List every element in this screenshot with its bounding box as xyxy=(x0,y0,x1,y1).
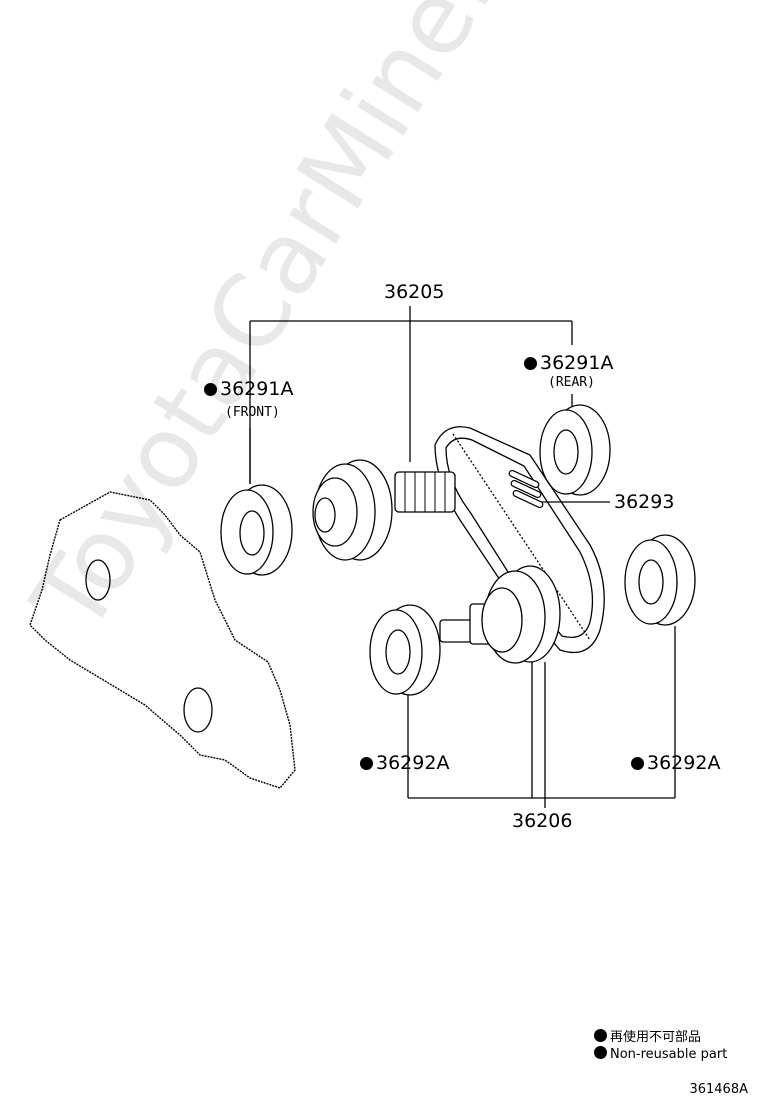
drive-sprocket-36205 xyxy=(312,459,456,561)
case-bore-upper xyxy=(85,559,111,601)
callout-36206: 36206 xyxy=(512,810,573,832)
leader-36205 xyxy=(249,306,573,484)
callout-front-note: (FRONT) xyxy=(225,405,280,420)
bearing-36291a-rear xyxy=(539,404,611,496)
non-reusable-dot-icon xyxy=(524,357,537,370)
bearing-36291a-front xyxy=(220,484,293,576)
callout-36291a-rear: 36291A xyxy=(524,352,613,374)
transfer-case-outline xyxy=(29,491,296,789)
non-reusable-dot-icon xyxy=(594,1029,607,1042)
callout-rear-note: (REAR) xyxy=(548,375,595,390)
legend-english: Non-reusable part xyxy=(594,1046,727,1062)
non-reusable-dot-icon xyxy=(631,757,644,770)
callout-36205: 36205 xyxy=(384,281,445,303)
callout-36292a-right: 36292A xyxy=(631,752,720,774)
non-reusable-dot-icon xyxy=(360,757,373,770)
callout-36291a-front: 36291A xyxy=(204,378,293,400)
legend-english-text: Non-reusable part xyxy=(610,1047,728,1062)
callout-36293: 36293 xyxy=(614,491,675,513)
bearing-36292a-left xyxy=(369,604,441,696)
callout-36292a-right-label: 36292A xyxy=(647,752,721,774)
callout-36292a-left: 36292A xyxy=(360,752,449,774)
non-reusable-dot-icon xyxy=(594,1046,607,1059)
legend-japanese: 再使用不可部品 xyxy=(594,1026,701,1045)
driven-sprocket-36206 xyxy=(439,565,561,664)
case-bore-lower xyxy=(183,687,213,733)
callout-36292a-left-label: 36292A xyxy=(376,752,450,774)
chain-link-detail xyxy=(508,469,544,509)
callout-36291a-rear-label: 36291A xyxy=(540,352,614,374)
diagram-number: 361468A xyxy=(689,1082,748,1097)
callout-36291a-front-label: 36291A xyxy=(220,378,294,400)
leader-36206 xyxy=(407,626,676,808)
non-reusable-dot-icon xyxy=(204,383,217,396)
legend-japanese-text: 再使用不可部品 xyxy=(610,1030,702,1045)
bearing-36292a-right xyxy=(624,534,696,626)
